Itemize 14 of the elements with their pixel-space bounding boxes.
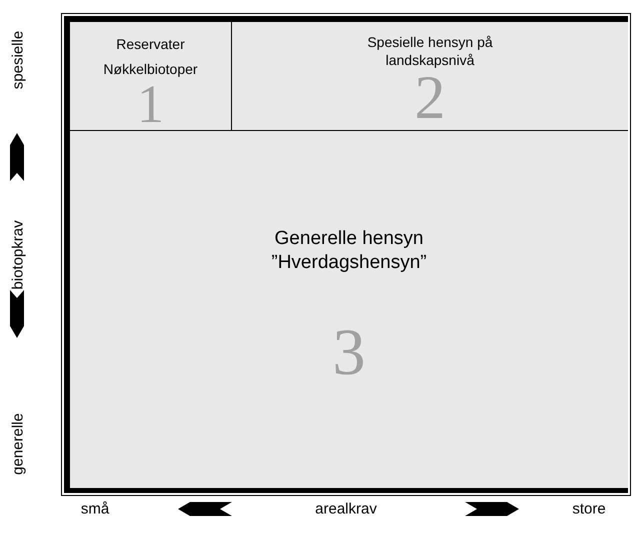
axis-label: arealkrav <box>315 502 377 516</box>
axis-label: store <box>572 502 606 516</box>
axis-label: biotopkrav <box>10 220 26 290</box>
zone-box <box>70 22 232 131</box>
zone-box <box>232 22 628 131</box>
zone-label: Generelle hensyn ”Hverdagshensyn” <box>271 228 427 273</box>
axis-label: spesielle <box>10 30 26 90</box>
zone-number: 1 <box>137 74 164 134</box>
zone-label: Reservater <box>116 36 185 52</box>
zone-number: 3 <box>332 316 366 389</box>
zone-label: Nøkkelbiotoper <box>103 61 198 77</box>
axis-label: små <box>80 502 110 516</box>
axis-label: generelle <box>10 413 26 475</box>
zone-box <box>70 131 628 488</box>
